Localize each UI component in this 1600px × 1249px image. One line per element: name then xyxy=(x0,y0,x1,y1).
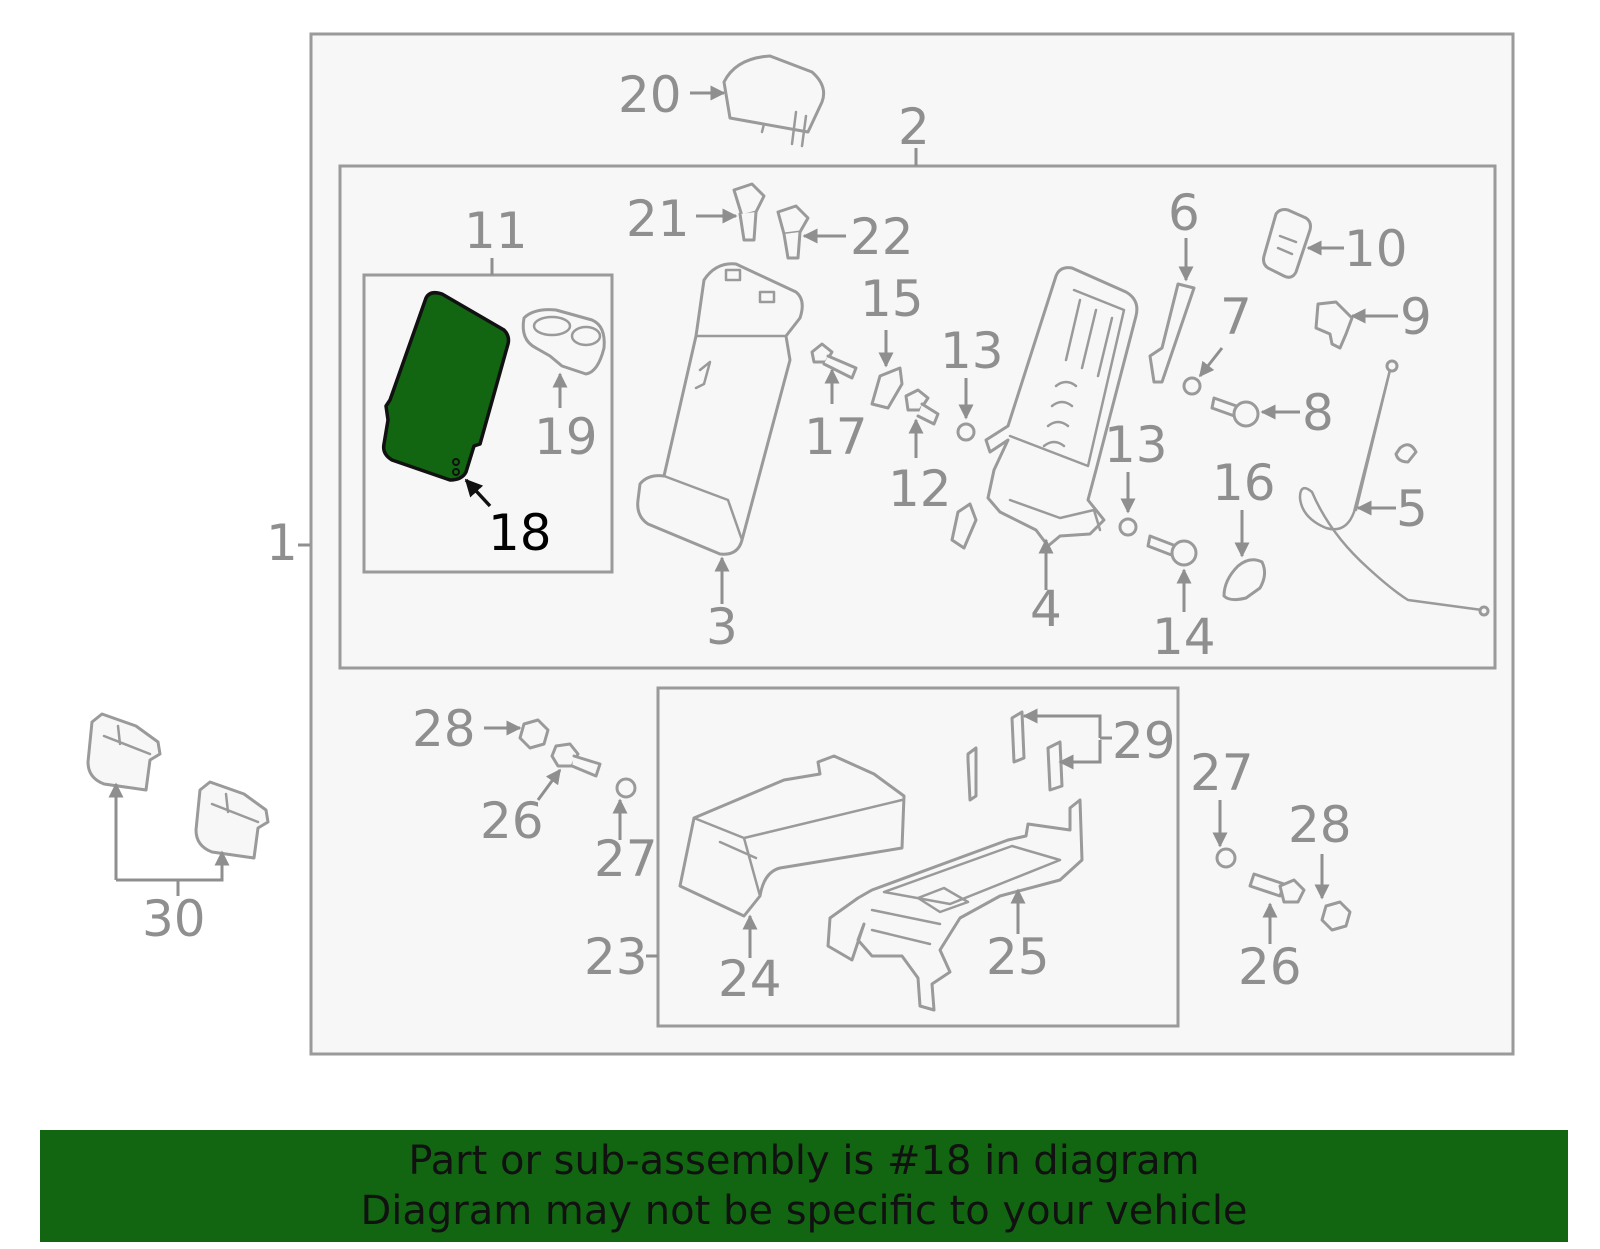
label-26a: 26 xyxy=(480,792,544,850)
callout-labels: 20 2 1 11 21 22 15 13 17 12 13 3 4 6 7 8… xyxy=(142,66,1432,1008)
banner-line-1: Part or sub-assembly is #18 in diagram xyxy=(408,1138,1200,1184)
part-8-bolt[interactable] xyxy=(1210,396,1260,428)
label-8: 8 xyxy=(1302,384,1334,442)
label-4: 4 xyxy=(1030,580,1062,638)
label-27a: 27 xyxy=(594,830,658,888)
label-27b: 27 xyxy=(1190,744,1254,802)
part-18-armrest-panel[interactable] xyxy=(381,290,511,482)
label-2: 2 xyxy=(898,98,930,156)
label-3: 3 xyxy=(706,598,738,656)
label-19: 19 xyxy=(534,408,598,466)
label-28a: 28 xyxy=(412,700,476,758)
part-14-bolt[interactable] xyxy=(1146,534,1198,567)
part-15-bracket[interactable] xyxy=(870,366,904,410)
part-28-nut-a[interactable] xyxy=(518,718,550,750)
leader-lines xyxy=(108,85,1398,958)
part-28-nut-b[interactable] xyxy=(1320,900,1352,932)
label-6: 6 xyxy=(1168,184,1200,242)
part-13-washer-a[interactable] xyxy=(956,422,976,442)
part-20-headrest[interactable] xyxy=(722,54,826,148)
part-27-washer-a[interactable] xyxy=(615,777,637,799)
label-13a: 13 xyxy=(940,322,1004,380)
label-25: 25 xyxy=(986,928,1050,986)
part-13-washer-b[interactable] xyxy=(1118,517,1138,537)
part-4-seatback-frame[interactable] xyxy=(984,266,1139,548)
label-7: 7 xyxy=(1220,288,1252,346)
label-28b: 28 xyxy=(1288,796,1352,854)
label-23: 23 xyxy=(584,928,648,986)
part-21-clip[interactable] xyxy=(732,182,766,242)
label-22: 22 xyxy=(850,208,914,266)
label-20: 20 xyxy=(618,66,682,124)
part-9-bracket[interactable] xyxy=(1314,300,1354,350)
part-5-cable[interactable] xyxy=(1298,359,1490,617)
part-7-washer[interactable] xyxy=(1182,376,1202,396)
banner-line-2: Diagram may not be specific to your vehi… xyxy=(360,1188,1248,1234)
part-24-armrest-pad[interactable] xyxy=(678,754,906,918)
part-30-caps[interactable] xyxy=(86,712,270,860)
label-1: 1 xyxy=(266,514,298,572)
label-15: 15 xyxy=(860,270,924,328)
part-6-rod[interactable] xyxy=(1148,282,1196,384)
label-14: 14 xyxy=(1152,608,1216,666)
part-29-brackets[interactable] xyxy=(966,710,1064,802)
part-16-cap[interactable] xyxy=(1222,558,1267,602)
label-29: 29 xyxy=(1112,712,1176,770)
label-21: 21 xyxy=(626,190,690,248)
label-16: 16 xyxy=(1212,454,1276,512)
part-22-clip[interactable] xyxy=(776,204,810,260)
label-9: 9 xyxy=(1400,288,1432,346)
part-3-seatback-panel[interactable] xyxy=(636,262,804,556)
part-10-switch[interactable] xyxy=(1262,208,1312,279)
part-12-bolt[interactable] xyxy=(904,388,940,426)
part-26-bolt-b[interactable] xyxy=(1248,872,1306,904)
label-24: 24 xyxy=(718,950,782,1008)
label-11: 11 xyxy=(464,202,528,260)
part-26-bolt-a[interactable] xyxy=(550,742,602,778)
label-17: 17 xyxy=(804,408,868,466)
part-25-armrest-frame[interactable] xyxy=(826,798,1084,1012)
clip-piece xyxy=(950,502,978,550)
part-19-cupholder[interactable] xyxy=(521,308,606,376)
info-banner: Part or sub-assembly is #18 in diagram D… xyxy=(40,1130,1568,1242)
label-10: 10 xyxy=(1344,220,1408,278)
label-30: 30 xyxy=(142,890,206,948)
label-12: 12 xyxy=(888,460,952,518)
label-13b: 13 xyxy=(1104,416,1168,474)
label-18: 18 xyxy=(488,504,552,562)
part-27-washer-b[interactable] xyxy=(1215,847,1237,869)
label-5: 5 xyxy=(1396,480,1428,538)
label-26b: 26 xyxy=(1238,938,1302,996)
